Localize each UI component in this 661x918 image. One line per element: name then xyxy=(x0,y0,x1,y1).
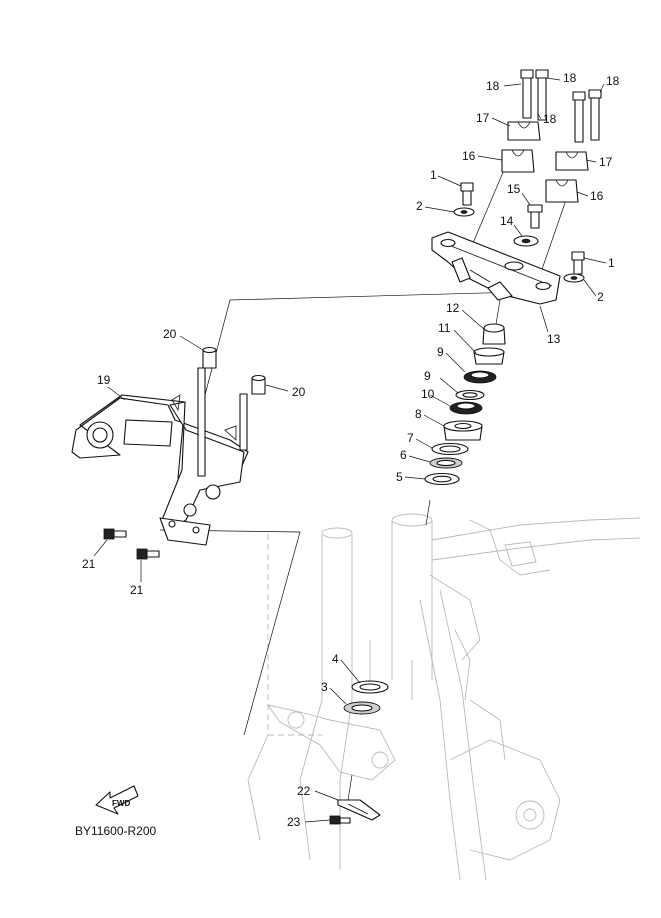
callout-23: 23 xyxy=(287,815,301,829)
callout-6: 6 xyxy=(400,448,407,462)
callout-9a: 9 xyxy=(437,345,444,359)
callout-21b: 21 xyxy=(130,583,144,597)
callouts: 18 18 18 18 17 17 16 16 1 1 2 2 15 14 13… xyxy=(82,71,620,829)
callout-13: 13 xyxy=(547,332,561,346)
collars-20 xyxy=(202,346,266,395)
upper-bracket-13 xyxy=(431,231,561,305)
callout-3: 3 xyxy=(321,680,328,694)
callout-7: 7 xyxy=(407,431,414,445)
callout-18d: 18 xyxy=(606,74,620,88)
diagram-code: BY11600-R200 xyxy=(75,824,157,838)
lower-bearings xyxy=(343,680,389,715)
clip-and-screw xyxy=(329,799,381,825)
callout-17a: 17 xyxy=(476,111,490,125)
callout-18c: 18 xyxy=(543,112,557,126)
callout-2a: 2 xyxy=(416,199,423,213)
callout-10: 9 xyxy=(424,369,431,383)
callout-18a: 18 xyxy=(486,79,500,93)
callout-16b: 16 xyxy=(590,189,604,203)
callout-2b: 2 xyxy=(597,290,604,304)
handlebar-clamps xyxy=(501,121,589,203)
forward-arrow-icon: FWD xyxy=(95,785,139,815)
callout-1b: 1 xyxy=(608,256,615,270)
callout-15: 15 xyxy=(507,182,521,196)
callout-20b: 20 xyxy=(292,385,306,399)
callout-9b: 10 xyxy=(421,387,435,401)
callout-4: 4 xyxy=(332,652,339,666)
steering-stack xyxy=(424,323,506,486)
callout-8: 8 xyxy=(415,407,422,421)
callout-21a: 21 xyxy=(82,557,96,571)
callout-18b: 18 xyxy=(563,71,577,85)
callout-11: 11 xyxy=(438,321,451,335)
callout-14: 14 xyxy=(500,214,514,228)
handlebar-bolts-18 xyxy=(520,69,602,143)
callout-17b: 17 xyxy=(599,155,613,169)
callout-20a: 20 xyxy=(163,327,177,341)
frame-background xyxy=(247,513,641,881)
small-fasteners xyxy=(453,182,585,283)
callout-22: 22 xyxy=(297,784,311,798)
callout-5: 5 xyxy=(396,470,403,484)
stay-bracket-19 xyxy=(71,367,249,546)
bolts-21 xyxy=(103,528,160,560)
callout-1a: 1 xyxy=(430,168,437,182)
fwd-label: FWD xyxy=(112,799,130,808)
callout-12: 12 xyxy=(446,301,460,315)
callout-19: 19 xyxy=(97,373,111,387)
callout-16a: 16 xyxy=(462,149,476,163)
